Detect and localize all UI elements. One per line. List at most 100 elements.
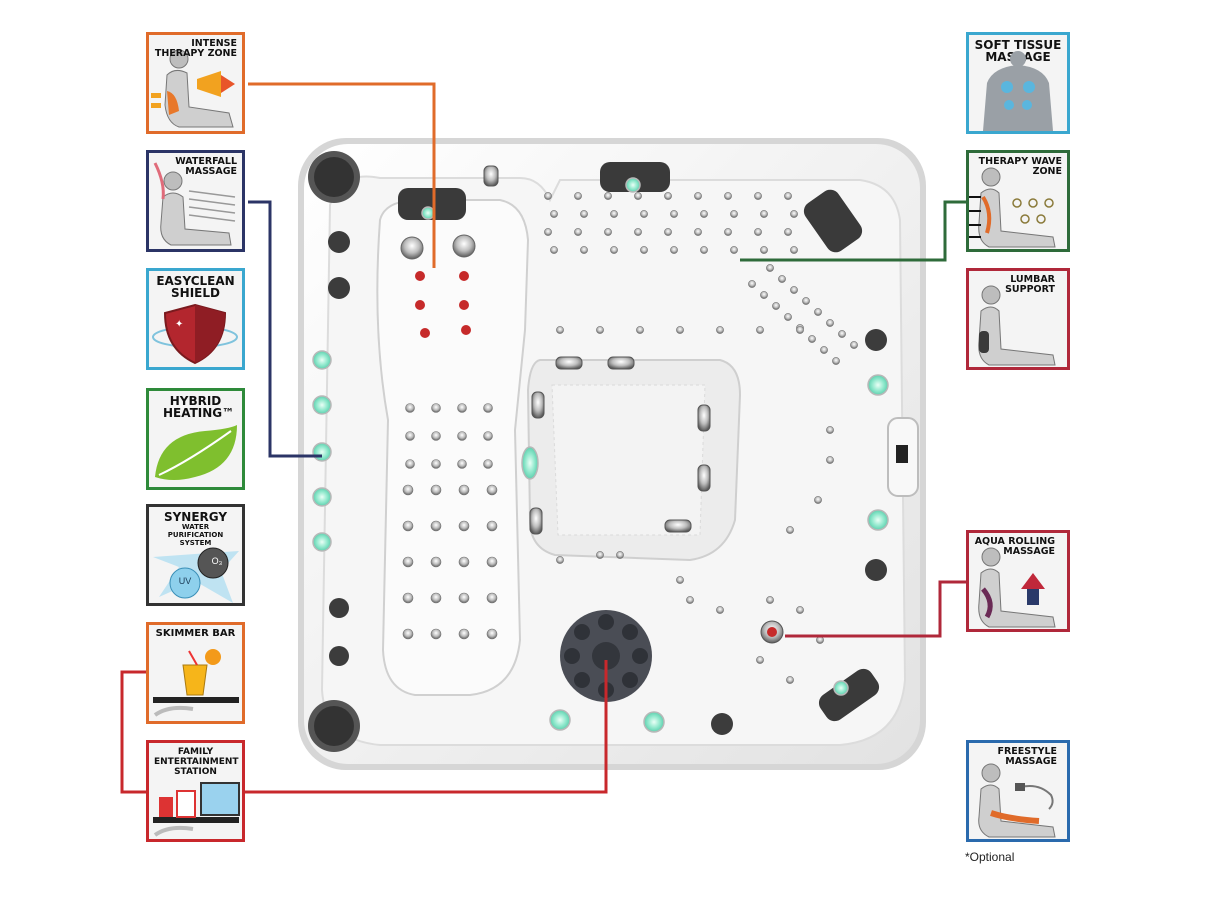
jet bbox=[826, 426, 834, 434]
jet bbox=[457, 403, 467, 413]
jet bbox=[556, 326, 564, 334]
jet bbox=[431, 431, 441, 441]
jet bbox=[431, 459, 441, 469]
jet bbox=[766, 596, 774, 604]
jet bbox=[790, 286, 798, 294]
jet bbox=[820, 346, 828, 354]
jet bbox=[716, 326, 724, 334]
jet bbox=[694, 192, 702, 200]
pillow-lounger bbox=[398, 188, 466, 220]
jet bbox=[796, 326, 804, 334]
jet bbox=[486, 520, 498, 532]
jet bbox=[458, 592, 470, 604]
jet bbox=[772, 302, 780, 310]
jet bbox=[405, 431, 415, 441]
card-easyclean-shield: EASYCLEAN SHIELD ✦ bbox=[146, 268, 245, 370]
jet bbox=[760, 246, 768, 254]
jet bbox=[457, 459, 467, 469]
jet bbox=[544, 228, 552, 236]
feature-label: SYNERGY bbox=[163, 510, 228, 524]
pillow-right bbox=[803, 189, 863, 253]
jet bbox=[457, 431, 467, 441]
uv-label: UV bbox=[178, 576, 192, 586]
jet bbox=[786, 676, 794, 684]
wave-person-icon bbox=[969, 167, 1056, 248]
jet bbox=[610, 210, 618, 218]
card-synergy: SYNERGY WATER PURIFICATION SYSTEM O₃ UV bbox=[146, 504, 245, 606]
jet bbox=[700, 210, 708, 218]
jet bbox=[634, 228, 642, 236]
card-family-entertainment-station: FAMILY ENTERTAINMENT STATION bbox=[146, 740, 245, 842]
back-muscles-icon bbox=[983, 51, 1053, 131]
jet bbox=[402, 628, 414, 640]
line-aqua-rolling bbox=[785, 580, 966, 638]
jet bbox=[486, 556, 498, 568]
leaf-icon bbox=[155, 425, 237, 480]
jet bbox=[832, 357, 840, 365]
rolling-person-icon bbox=[978, 547, 1056, 628]
o3-label: O₃ bbox=[211, 556, 223, 566]
feature-label: EASYCLEAN SHIELD bbox=[156, 274, 235, 300]
pillow-bottom-right bbox=[818, 668, 880, 722]
jet bbox=[430, 556, 442, 568]
jet bbox=[796, 606, 804, 614]
jet bbox=[402, 592, 414, 604]
jet bbox=[430, 592, 442, 604]
jet bbox=[676, 326, 684, 334]
jet bbox=[550, 210, 558, 218]
jet bbox=[676, 576, 684, 584]
card-skimmer-bar: SKIMMER BAR bbox=[146, 622, 245, 724]
card-lumbar-support: LUMBAR SUPPORT bbox=[966, 268, 1070, 370]
jet bbox=[616, 551, 624, 559]
jet bbox=[405, 459, 415, 469]
jet bbox=[730, 246, 738, 254]
jet bbox=[826, 456, 834, 464]
handheld-shower-icon bbox=[978, 763, 1056, 838]
line-family-entertainment bbox=[244, 660, 608, 794]
jet bbox=[838, 330, 846, 338]
jet bbox=[754, 228, 762, 236]
jet bbox=[640, 210, 648, 218]
jet bbox=[486, 628, 498, 640]
line-intense-therapy bbox=[248, 82, 436, 268]
card-soft-tissue-massage: SOFT TISSUE MASSAGE bbox=[966, 32, 1070, 134]
jet bbox=[664, 192, 672, 200]
jet bbox=[686, 596, 694, 604]
jet bbox=[402, 520, 414, 532]
purification-icon bbox=[153, 547, 239, 603]
jet bbox=[730, 210, 738, 218]
jet bbox=[756, 326, 764, 334]
card-therapy-wave-zone: THERAPY WAVE ZONE bbox=[966, 150, 1070, 252]
optional-footnote: *Optional bbox=[965, 850, 1015, 864]
jet bbox=[604, 228, 612, 236]
jet bbox=[458, 556, 470, 568]
jet bbox=[486, 592, 498, 604]
feature-label: SKIMMER BAR bbox=[155, 628, 236, 639]
jet bbox=[574, 228, 582, 236]
jet bbox=[850, 341, 858, 349]
feature-label: HYBRID HEATING™ bbox=[163, 394, 235, 420]
svg-text:✦: ✦ bbox=[175, 319, 183, 330]
jet bbox=[778, 275, 786, 283]
jet bbox=[458, 628, 470, 640]
line-waterfall bbox=[248, 200, 322, 458]
jet bbox=[766, 264, 774, 272]
jet bbox=[640, 246, 648, 254]
jet bbox=[580, 246, 588, 254]
tablet-snacks-icon bbox=[153, 782, 240, 837]
jet bbox=[430, 484, 442, 496]
jet bbox=[636, 326, 644, 334]
jet bbox=[814, 496, 822, 504]
jet bbox=[580, 210, 588, 218]
jet bbox=[784, 192, 792, 200]
jet bbox=[826, 319, 834, 327]
jet bbox=[784, 228, 792, 236]
jet bbox=[694, 228, 702, 236]
jet bbox=[483, 403, 493, 413]
jet bbox=[634, 192, 642, 200]
jet bbox=[790, 246, 798, 254]
jet bbox=[754, 192, 762, 200]
feature-sublabel: WATER PURIFICATION SYSTEM bbox=[167, 523, 224, 547]
lumbar-person-icon bbox=[978, 285, 1056, 366]
